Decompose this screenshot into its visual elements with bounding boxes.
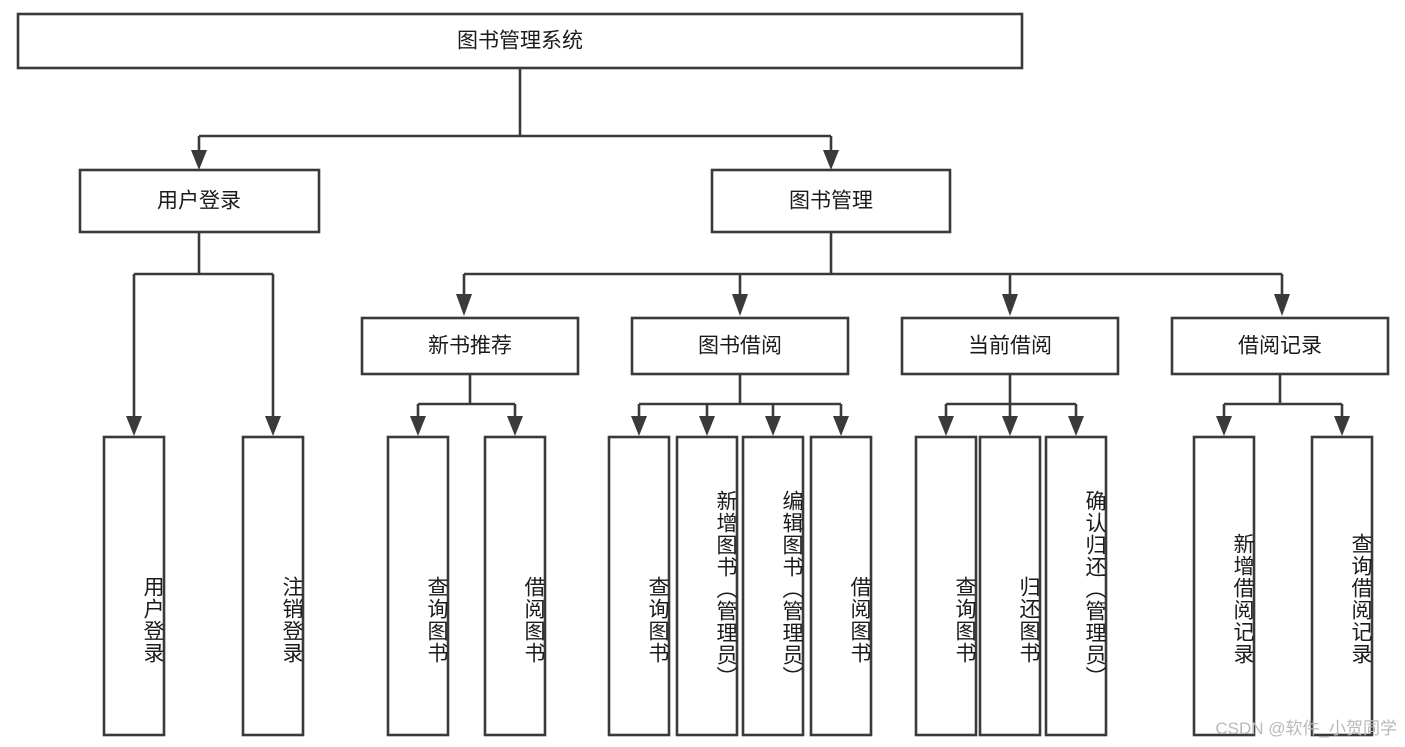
leaf-box-book-borrow-2[interactable]: [675, 435, 739, 737]
arrow-newbook-leaf-1: [410, 416, 426, 436]
leaf-box-new-book-1[interactable]: [386, 435, 450, 737]
node-label-new-book-recommend: 新书推荐: [428, 335, 512, 358]
arrow-book-manage: [823, 150, 839, 170]
node-box-book-manage[interactable]: [710, 168, 952, 234]
node-label-root: 图书管理系统: [457, 30, 583, 53]
leaf-box-book-borrow-3[interactable]: [741, 435, 805, 737]
arrow-record-leaf-1: [1216, 416, 1232, 436]
leaf-box-current-borrow-1[interactable]: [914, 435, 978, 737]
arrow-borrow-leaf-2: [699, 416, 715, 436]
arrow-borrow-record: [1274, 294, 1290, 316]
arrow-current-leaf-1: [938, 416, 954, 436]
leaf-box-current-borrow-3[interactable]: [1044, 435, 1108, 737]
arrow-new-book: [456, 294, 472, 316]
arrow-record-leaf-2: [1334, 416, 1350, 436]
node-box-root[interactable]: [16, 12, 1024, 70]
arrow-borrow-leaf-4: [833, 416, 849, 436]
node-box-current-borrow[interactable]: [900, 316, 1120, 376]
arrow-current-leaf-2: [1002, 416, 1018, 436]
node-box-new-book-recommend[interactable]: [360, 316, 580, 376]
node-label-current-borrow: 当前借阅: [968, 335, 1052, 358]
nodes-group: 图书管理系统 用户登录 图书管理 新书推荐 图书借阅 当前借阅 借阅记录: [16, 12, 1390, 737]
arrow-current-borrow: [1002, 294, 1018, 316]
node-label-user-login: 用户登录: [157, 190, 241, 213]
node-label-book-manage: 图书管理: [789, 190, 873, 213]
arrow-leaf-user-login: [126, 416, 142, 436]
arrow-leaf-logout: [265, 416, 281, 436]
arrow-book-borrow: [732, 294, 748, 316]
node-label-book-borrow: 图书借阅: [698, 335, 782, 358]
leaf-box-borrow-record-1[interactable]: [1192, 435, 1256, 737]
node-box-borrow-record[interactable]: [1170, 316, 1390, 376]
arrow-current-leaf-3: [1068, 416, 1084, 436]
arrow-user-login: [191, 150, 207, 170]
arrow-borrow-leaf-3: [765, 416, 781, 436]
node-box-book-borrow[interactable]: [630, 316, 850, 376]
leaf-box-new-book-2[interactable]: [483, 435, 547, 737]
node-label-borrow-record: 借阅记录: [1238, 335, 1322, 358]
leaf-box-user-login-1[interactable]: [102, 435, 166, 737]
node-box-user-login[interactable]: [78, 168, 321, 234]
arrow-newbook-leaf-2: [507, 416, 523, 436]
leaf-box-borrow-record-2[interactable]: [1310, 435, 1374, 737]
leaf-box-current-borrow-2[interactable]: [978, 435, 1042, 737]
arrow-borrow-leaf-1: [631, 416, 647, 436]
leaf-box-book-borrow-1[interactable]: [607, 435, 671, 737]
edges-group: [126, 68, 1350, 436]
leaf-box-book-borrow-4[interactable]: [809, 435, 873, 737]
leaf-box-user-login-2[interactable]: [241, 435, 305, 737]
